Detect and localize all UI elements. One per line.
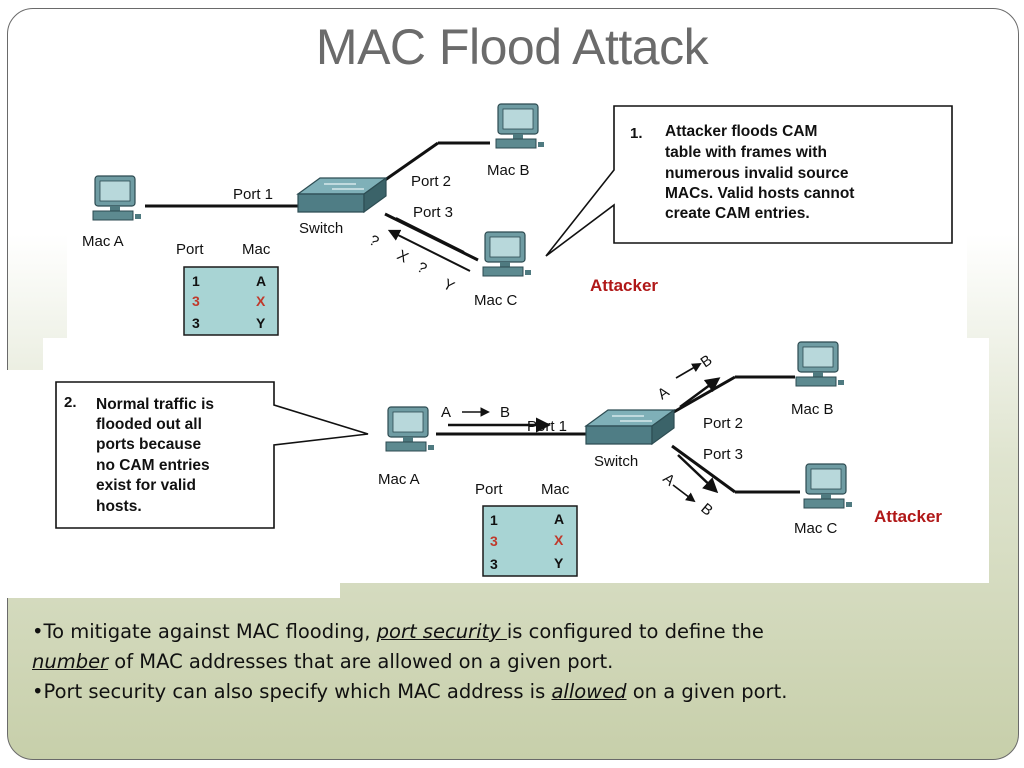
slide-title: MAC Flood Attack xyxy=(315,19,709,75)
callout-2-bubble xyxy=(55,381,369,529)
mac-a-computer-icon xyxy=(385,406,435,452)
mac-b-computer-icon xyxy=(495,103,545,149)
flow-label-arrow-c xyxy=(672,484,696,503)
attacker-label: Attacker xyxy=(590,276,658,295)
number-emphasis: number xyxy=(32,650,109,673)
bullet-item: •Port security can also specify which MA… xyxy=(32,677,992,707)
bullet-text: on a given port. xyxy=(626,680,788,703)
callout-2-line: flooded out all xyxy=(96,416,202,433)
link-port2 xyxy=(671,375,736,415)
port1-label: Port 1 xyxy=(233,186,273,203)
port1-label: Port 1 xyxy=(527,418,567,435)
port3-label: Port 3 xyxy=(703,446,743,463)
bullet-item: •To mitigate against MAC flooding, port … xyxy=(32,617,992,677)
callout-1-line: MACs. Valid hosts cannot xyxy=(665,185,854,202)
cam-row2-port: 3 xyxy=(490,533,498,549)
callout-1-line: Attacker floods CAM xyxy=(665,123,817,140)
bottom-diagram: Mac A Mac B Mac C Switch Port 1 Port 2 P… xyxy=(55,341,942,577)
switch-label: Switch xyxy=(594,453,638,470)
bullet-text: •Port security can also specify which MA… xyxy=(32,680,552,703)
cam-header-port: Port xyxy=(475,481,503,498)
cam-header-mac: Mac xyxy=(242,241,271,258)
switch-label: Switch xyxy=(299,220,343,237)
flow-arrow-out-b xyxy=(679,377,721,409)
allowed-emphasis: allowed xyxy=(551,680,627,703)
port2-label: Port 2 xyxy=(411,173,451,190)
flow-label-arrow-b xyxy=(675,363,702,379)
callout-1-number: 1. xyxy=(630,125,643,142)
callout-1-bubble xyxy=(545,105,953,257)
flow-label-a: A xyxy=(655,384,673,404)
cam-row2-mac: X xyxy=(554,532,564,548)
flood-label-q2: ? xyxy=(414,259,430,278)
callout-2-line: Normal traffic is xyxy=(96,396,214,413)
flow-arrow-out-c xyxy=(677,454,719,494)
mac-b-computer-icon xyxy=(795,341,845,387)
mac-a-label: Mac A xyxy=(378,471,420,488)
cam-row1-mac: A xyxy=(256,273,266,289)
cam-table xyxy=(482,505,578,577)
link-port3 xyxy=(671,444,736,494)
cam-row1-port: 1 xyxy=(192,273,200,289)
top-diagram: Mac A Mac B Mac C Switch Port 1 Port 2 P… xyxy=(82,103,953,336)
callout-2-line: exist for valid xyxy=(96,477,196,494)
flood-label-y: Y xyxy=(440,276,457,296)
cam-table xyxy=(183,266,279,336)
mac-b-label: Mac B xyxy=(791,401,834,418)
flow-label-b: B xyxy=(697,500,716,519)
flow-label-b: B xyxy=(698,352,716,372)
flood-arrow-1 xyxy=(395,217,465,253)
flood-label-x: X xyxy=(394,247,411,267)
bullet-text: of MAC addresses that are allowed on a g… xyxy=(108,650,614,673)
cam-row2-port: 3 xyxy=(192,293,200,309)
callout-2-line: hosts. xyxy=(96,498,142,515)
cam-header-port: Port xyxy=(176,241,204,258)
callout-2-line: no CAM entries xyxy=(96,457,210,474)
link-port2 xyxy=(384,141,439,182)
cam-row1-port: 1 xyxy=(490,512,498,528)
bullet-list: •To mitigate against MAC flooding, port … xyxy=(32,617,992,707)
attacker-label: Attacker xyxy=(874,507,942,526)
mac-c-label: Mac C xyxy=(794,520,838,537)
callout-1-line: numerous invalid source xyxy=(665,165,849,182)
mac-b-label: Mac B xyxy=(487,162,530,179)
cam-row3-port: 3 xyxy=(192,315,200,331)
bullet-text: •To mitigate against MAC flooding, xyxy=(32,620,377,643)
callout-1-line: create CAM entries. xyxy=(665,205,810,222)
switch-icon xyxy=(585,409,675,445)
flood-label-q1: ? xyxy=(366,232,382,251)
mac-a-computer-icon xyxy=(92,175,142,221)
flood-arrow-2 xyxy=(387,229,471,272)
cam-row3-mac: Y xyxy=(256,315,266,331)
cam-row3-mac: Y xyxy=(554,555,564,571)
callout-2-line: ports because xyxy=(96,436,201,453)
callout-2-number: 2. xyxy=(64,394,77,411)
flow-label-a: A xyxy=(441,404,451,421)
mac-a-label: Mac A xyxy=(82,233,124,250)
port-security-link: port security xyxy=(376,620,507,643)
mac-c-label: Mac C xyxy=(474,292,518,309)
bullet-text: is configured to define the xyxy=(506,620,764,643)
cam-row3-port: 3 xyxy=(490,556,498,572)
mac-c-computer-icon xyxy=(482,231,532,277)
cam-row2-mac: X xyxy=(256,293,266,309)
flow-label-b: B xyxy=(500,404,510,421)
port3-label: Port 3 xyxy=(413,204,453,221)
port2-label: Port 2 xyxy=(703,415,743,432)
callout-1-line: table with frames with xyxy=(665,144,827,161)
mac-c-computer-icon xyxy=(803,463,853,509)
switch-icon xyxy=(297,177,387,213)
cam-row1-mac: A xyxy=(554,511,564,527)
cam-header-mac: Mac xyxy=(541,481,570,498)
